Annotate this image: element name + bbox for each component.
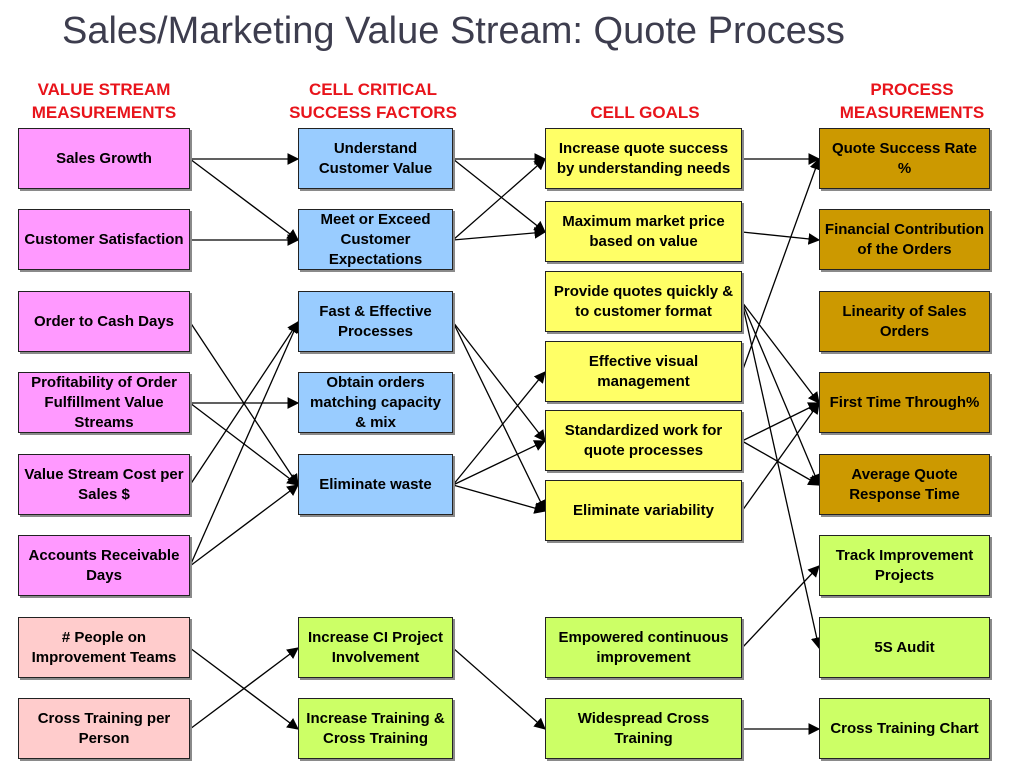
vsm-sales-growth[interactable]: Sales Growth	[18, 128, 190, 189]
connector-arrow	[452, 440, 547, 486]
pm-cross-training-chart[interactable]: Cross Training Chart	[819, 698, 990, 759]
goal-increase-quote-success[interactable]: Increase quote success by understanding …	[545, 128, 742, 189]
vsm-cross-training[interactable]: Cross Training per Person	[18, 698, 190, 759]
header-cell-goals: CELL GOALS	[590, 103, 700, 122]
csf-fast-processes[interactable]: Fast & Effective Processes	[298, 291, 453, 352]
goal-widespread-training[interactable]: Widespread Cross Training	[545, 698, 742, 759]
csf-increase-training[interactable]: Increase Training & Cross Training	[298, 698, 453, 759]
pm-average-response-time[interactable]: Average Quote Response Time	[819, 454, 990, 515]
goal-empowered-ci[interactable]: Empowered continuous improvement	[545, 617, 742, 678]
connector-arrow	[189, 647, 299, 730]
connector-arrow	[741, 402, 820, 512]
connector-arrow	[741, 157, 821, 373]
vsm-customer-satisfaction[interactable]: Customer Satisfaction	[18, 209, 190, 270]
connector-arrow	[189, 321, 299, 486]
vsm-people-on-teams[interactable]: # People on Improvement Teams	[18, 617, 190, 678]
csf-eliminate-waste[interactable]: Eliminate waste	[298, 454, 453, 515]
connector-arrow	[452, 158, 546, 241]
connector-arrow	[189, 320, 300, 567]
connector-arrow	[741, 301, 820, 404]
goal-max-market-price[interactable]: Maximum market price based on value	[545, 201, 742, 262]
connector-arrow	[452, 647, 546, 730]
goal-provide-quotes[interactable]: Provide quotes quickly & to customer for…	[545, 271, 742, 332]
goal-visual-management[interactable]: Effective visual management	[545, 341, 742, 402]
csf-understand-customer[interactable]: Understand Customer Value	[298, 128, 453, 189]
goal-eliminate-variability[interactable]: Eliminate variability	[545, 480, 742, 541]
connector-arrow	[452, 227, 547, 241]
header-process-measurements: PROCESS MEASUREMENTS	[839, 80, 985, 122]
csf-meet-expectations[interactable]: Meet or Exceed Customer Expectations	[298, 209, 453, 270]
connector-arrow	[741, 440, 821, 486]
connector-arrow	[189, 484, 299, 567]
pm-financial-contribution[interactable]: Financial Contribution of the Orders	[819, 209, 990, 270]
pm-5s-audit[interactable]: 5S Audit	[819, 617, 990, 678]
header-value-stream: VALUE STREAM MEASUREMENTS	[31, 80, 177, 122]
header-critical-success: CELL CRITICAL SUCCESS FACTORS	[289, 80, 457, 122]
connector-arrow	[452, 321, 546, 442]
vsm-accounts-receivable[interactable]: Accounts Receivable Days	[18, 535, 190, 596]
connector-arrow	[452, 371, 546, 486]
connector-arrow	[741, 301, 823, 650]
csf-obtain-orders[interactable]: Obtain orders matching capacity & mix	[298, 372, 453, 433]
connector-arrow	[452, 321, 546, 513]
pm-first-time-through[interactable]: First Time Through%	[819, 372, 990, 433]
csf-increase-ci[interactable]: Increase CI Project Involvement	[298, 617, 453, 678]
connector-arrow	[741, 565, 820, 649]
pm-track-improvement[interactable]: Track Improvement Projects	[819, 535, 990, 596]
page-title: Sales/Marketing Value Stream: Quote Proc…	[62, 10, 845, 52]
pm-quote-success-rate[interactable]: Quote Success Rate %	[819, 128, 990, 189]
vsm-value-stream-cost[interactable]: Value Stream Cost per Sales $	[18, 454, 190, 515]
vsm-profitability[interactable]: Profitability of Order Fulfillment Value…	[18, 372, 190, 433]
connector-arrow	[452, 484, 547, 514]
connector-arrow	[741, 301, 821, 487]
vsm-order-to-cash[interactable]: Order to Cash Days	[18, 291, 190, 352]
connector-arrow	[741, 402, 821, 442]
connector-arrow	[189, 158, 299, 241]
goal-standardized-work[interactable]: Standardized work for quote processes	[545, 410, 742, 471]
connector-arrow	[452, 158, 546, 233]
connector-arrow	[741, 231, 821, 245]
pm-linearity-sales-orders[interactable]: Linearity of Sales Orders	[819, 291, 990, 352]
